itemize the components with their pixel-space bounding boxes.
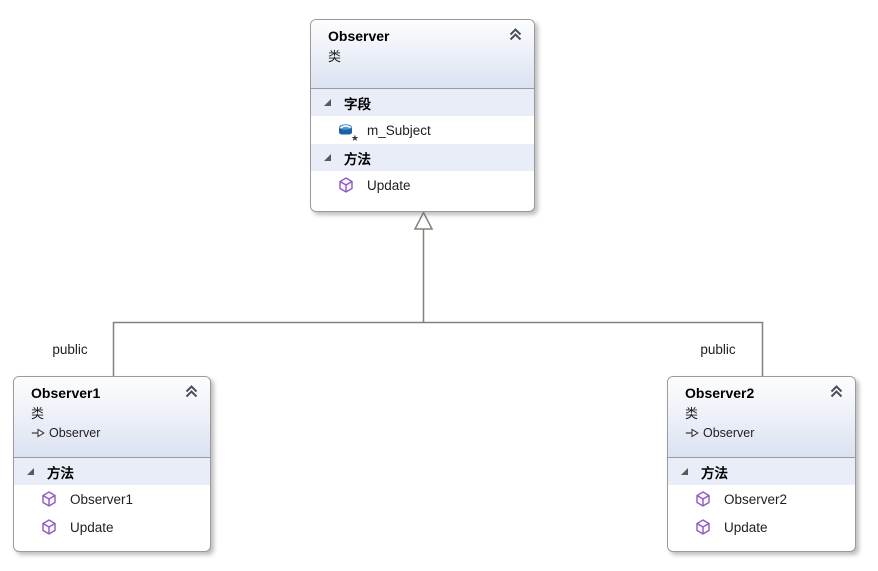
field-modifier-star-icon: ★ (350, 133, 359, 143)
section-header-methods[interactable]: 方法 (668, 458, 855, 485)
class-stereotype: 类 (328, 49, 342, 64)
collapse-chevron-icon[interactable] (508, 27, 523, 42)
method-icon (40, 490, 58, 508)
member-name: Observer1 (70, 491, 134, 507)
member-name: Update (70, 519, 114, 535)
member-row-observer2[interactable]: Observer2 (668, 485, 855, 513)
section-header-fields[interactable]: 字段 (311, 89, 534, 116)
inheritance-triangle-arrowhead (413, 210, 434, 230)
inherits-line: Observer (685, 426, 855, 440)
class-title: Observer2 (685, 385, 755, 401)
method-icon (694, 518, 712, 536)
class-box-observer2[interactable]: Observer2 类 Observer 方法 (667, 376, 856, 552)
method-icon (40, 518, 58, 536)
member-name: Update (724, 519, 768, 535)
member-name: m_Subject (367, 122, 431, 138)
section-header-methods[interactable]: 方法 (311, 144, 534, 171)
inheritance-access-label-right: public (700, 342, 736, 357)
expander-icon[interactable] (27, 468, 34, 475)
section-label: 方法 (701, 465, 728, 481)
field-icon: ★ (337, 121, 359, 143)
method-icon (337, 176, 355, 194)
section-label: 方法 (47, 465, 74, 481)
collapse-chevron-icon[interactable] (184, 384, 199, 399)
inherits-arrow-icon (31, 428, 45, 438)
collapse-chevron-icon[interactable] (829, 384, 844, 399)
method-icon (694, 490, 712, 508)
member-name: Observer2 (724, 491, 788, 507)
class-title: Observer1 (31, 385, 101, 401)
member-row-m-subject[interactable]: ★ m_Subject (311, 116, 534, 144)
expander-icon[interactable] (681, 468, 688, 475)
inheritance-access-label-left: public (52, 342, 88, 357)
expander-icon[interactable] (324, 154, 331, 161)
inherits-target: Observer (703, 426, 755, 440)
member-row-update[interactable]: Update (311, 171, 534, 199)
class-header[interactable]: Observer2 类 Observer (668, 377, 855, 458)
class-title: Observer (328, 28, 390, 44)
member-row-update[interactable]: Update (14, 513, 210, 541)
inherits-target: Observer (49, 426, 101, 440)
connector-branch-line[interactable] (112, 321, 764, 377)
class-box-observer1[interactable]: Observer1 类 Observer 方法 (13, 376, 211, 552)
expander-icon[interactable] (324, 99, 331, 106)
section-label: 方法 (344, 151, 371, 167)
section-label: 字段 (344, 96, 371, 112)
member-row-update[interactable]: Update (668, 513, 855, 541)
inherits-arrow-icon (685, 428, 699, 438)
class-header[interactable]: Observer 类 (311, 20, 534, 89)
class-stereotype: 类 (31, 406, 45, 421)
inherits-line: Observer (31, 426, 210, 440)
class-box-observer[interactable]: Observer 类 字段 ★ m_Subject (310, 19, 535, 212)
class-header[interactable]: Observer1 类 Observer (14, 377, 210, 458)
member-row-observer1[interactable]: Observer1 (14, 485, 210, 513)
section-header-methods[interactable]: 方法 (14, 458, 210, 485)
class-stereotype: 类 (685, 406, 699, 421)
member-name: Update (367, 177, 411, 193)
